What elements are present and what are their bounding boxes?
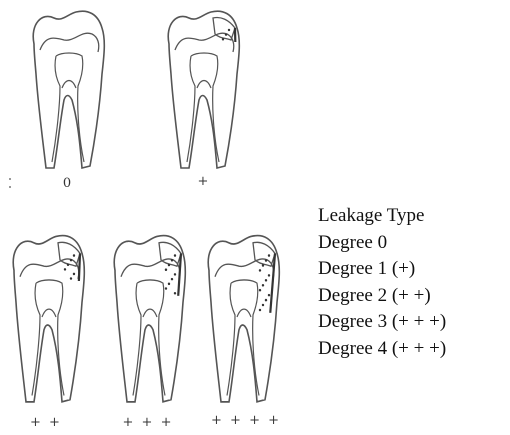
leakage-dot <box>73 254 75 257</box>
caption-degree-4: + + + + <box>206 413 286 428</box>
tooth-degree-3-drawing <box>103 228 198 408</box>
leakage-dot <box>265 259 267 262</box>
tooth-degree-2 <box>2 228 97 408</box>
leakage-dot <box>262 284 264 287</box>
tooth-outline-group <box>168 11 239 168</box>
tooth-outline-group <box>33 11 104 168</box>
dentin-enamel-line <box>40 33 99 52</box>
leakage-dot <box>174 254 176 257</box>
leakage-dot <box>265 279 267 282</box>
leakage-dot <box>64 268 66 271</box>
leakage-dot <box>168 264 170 267</box>
leakage-dot <box>171 259 173 262</box>
scan-speck <box>9 186 11 188</box>
leakage-dot <box>67 263 69 266</box>
legend-item-degree-0: Degree 0 <box>318 230 446 257</box>
legend-item-degree-4: Degree 4 (+ + +) <box>318 336 446 363</box>
tooth-outline-group <box>114 236 185 402</box>
restoration-outline <box>58 242 80 266</box>
leakage-dot <box>222 38 224 40</box>
restoration-outline <box>213 17 235 40</box>
tooth-degree-0 <box>22 4 117 174</box>
leakage-dot <box>259 289 261 292</box>
leakage-path <box>79 253 80 281</box>
leakage-dot <box>225 33 227 35</box>
dentin-enamel-line <box>175 33 234 52</box>
tooth-degree-4-drawing <box>197 228 292 408</box>
leakage-dot <box>171 278 173 281</box>
leakage-dot <box>165 268 167 271</box>
leakage-dot <box>168 283 170 286</box>
leakage-dot <box>73 273 75 276</box>
leakage-dot <box>268 274 270 277</box>
leakage-dot <box>70 259 72 262</box>
leakage-dot <box>262 304 264 307</box>
dentin-enamel-line <box>20 259 79 279</box>
leakage-dot <box>174 273 176 276</box>
tooth-degree-2-drawing <box>2 228 97 408</box>
legend-item-degree-2: Degree 2 (+ +) <box>318 283 446 310</box>
leakage-dot <box>165 287 167 290</box>
restoration-outline <box>159 242 181 266</box>
legend-item-degree-1: Degree 1 (+) <box>318 256 446 283</box>
tooth-degree-0-drawing <box>22 4 117 174</box>
scan-speck <box>9 178 11 180</box>
tooth-degree-1-drawing <box>157 4 252 174</box>
tooth-degree-1 <box>157 4 252 174</box>
leakage-dot <box>259 309 261 312</box>
tooth-degree-3 <box>103 228 198 408</box>
leakage-dot <box>228 29 230 31</box>
leakage-dot <box>265 299 267 302</box>
leakage-dot <box>70 277 72 280</box>
caption-degree-0: 0 <box>58 176 78 191</box>
dentin-enamel-line <box>121 259 180 279</box>
leakage-dot <box>268 254 270 257</box>
leakage-dot <box>259 269 261 272</box>
leakage-dot <box>174 292 176 295</box>
tooth-degree-4 <box>197 228 292 408</box>
legend-item-degree-3: Degree 3 (+ + +) <box>318 309 446 336</box>
tooth-outline-group <box>13 236 84 402</box>
leakage-dot <box>268 294 270 297</box>
caption-degree-2: + + <box>16 415 76 430</box>
restoration-outline <box>253 242 275 266</box>
dentin-enamel-line <box>215 259 274 279</box>
caption-degree-1: + <box>192 174 216 189</box>
leakage-dot <box>262 264 264 267</box>
caption-degree-3: + + + <box>112 415 184 430</box>
legend-title: Leakage Type <box>318 203 446 230</box>
legend: Leakage Type Degree 0 Degree 1 (+) Degre… <box>318 203 446 362</box>
tooth-outline-group <box>208 236 279 402</box>
